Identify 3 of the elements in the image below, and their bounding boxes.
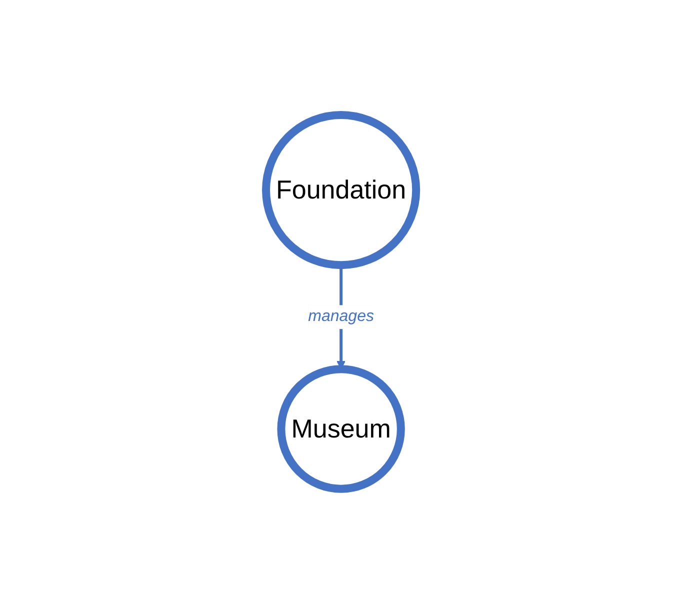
node-circle: Foundation (262, 111, 421, 270)
node-circle: Museum (278, 365, 406, 493)
edge-label: manages (308, 308, 374, 326)
